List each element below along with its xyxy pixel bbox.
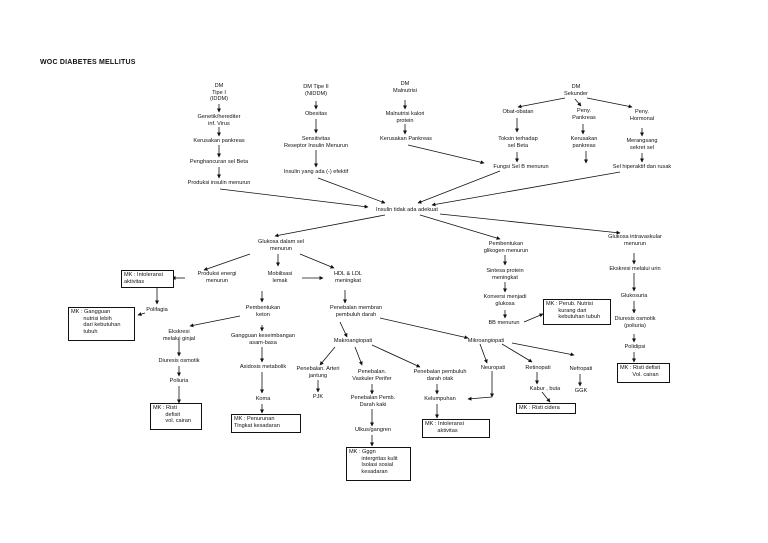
node-pembentukan-glikogen: Pembentukan glikogen menurun	[483, 241, 529, 254]
mk-risti-defisit-box-2: MK : Risti defisit Vol. cairan	[617, 363, 670, 383]
node-kabur-buta: Kabur , buta	[529, 386, 561, 392]
node-kelumpuhan: Kelumpuhan	[424, 396, 456, 402]
node-insulin-tidak-adekuat: Insulin tidak ada adekuat	[376, 207, 438, 213]
arrow	[317, 177, 386, 204]
node-retinopati: Retinopati	[525, 365, 551, 371]
arrow	[299, 253, 335, 269]
node-pembuluh-otak: Penebalan pembuluh darah otak	[413, 369, 467, 382]
node-koma: Koma	[255, 396, 271, 402]
node-konversi-glukosa: Konversi menjadi glukosa	[483, 294, 527, 307]
node-kerusakan-pankreas-3: Kerusakan pankreas	[570, 136, 598, 149]
node-produksi-energi: Produksi energi menurun	[197, 271, 237, 284]
arrow	[431, 171, 621, 207]
arrow	[417, 170, 501, 204]
arrow	[274, 214, 386, 238]
node-sel-hiperaktif: Sel hiperaktif dan rusak	[612, 164, 672, 170]
node-produksi-insulin: Produksi insulin menurun	[187, 180, 251, 186]
node-sintesa-protein: Sintesa protein meningkat	[486, 268, 524, 281]
node-arteri-jantung: Penebalan. Arteri jantung	[296, 366, 340, 379]
node-malnutrisi-kalori: Malnutrisi kalori protein	[385, 111, 425, 124]
node-ulkus: Ulkus/gangren	[354, 427, 392, 433]
node-merangsang: Merangsang sekret sel	[626, 138, 658, 151]
node-asidosis: Asidosis metabolik	[239, 364, 287, 370]
mk-intoleransi-aktivitas-box-2: MK : Intoleransi aktivitas	[422, 419, 490, 438]
mk-intoleransi-aktivitas-box: MK : Intoleransi aktivitas	[121, 270, 174, 288]
node-dm-sekunder: DM Sekunder	[564, 84, 588, 97]
mk-risti-defisit-box-1: MK : Risti defisit vol. cairan	[150, 403, 202, 430]
node-sensitivitas: Sensitivitas Reseptor Insulin Menurun	[283, 136, 349, 149]
arrow	[319, 346, 336, 366]
node-ekskresi-ginjal: Ekskresi melalui ginjal	[162, 329, 196, 342]
node-pjk: PJK	[312, 394, 324, 400]
node-kerusakan-pankreas-1: Kerusakan pankreas	[193, 138, 245, 144]
node-dm-tipe-2: DM Tipe II (NIDDM)	[303, 84, 329, 97]
arrow	[574, 98, 582, 107]
node-peny-pankreas: Peny. Pankreas	[572, 108, 596, 121]
node-neuropati: Neuropati	[480, 365, 506, 371]
node-peny-hormonal: Peny. Hormonal	[629, 109, 655, 122]
arrow	[511, 342, 575, 357]
node-glukosa-sel: Glukosa dalam sel menurun	[257, 239, 304, 252]
node-obesitas: Obesitas	[304, 111, 328, 117]
node-hdl-ldl: HDL & LDL meningkat	[333, 271, 363, 284]
arrow	[379, 317, 469, 340]
node-dm-tipe-1: DM Tipe I (IDDM)	[209, 83, 229, 103]
mk-penurunan-kesadaran-box: MK : Penurunan Tingkat kesadaran	[231, 414, 301, 433]
node-pembuluh-kaki: Penebalan Pemb. Darah kaki	[350, 395, 396, 408]
node-pembentukan-keton: Pembentukan keton	[245, 305, 281, 318]
node-glukosuria: Glukosuria	[620, 293, 648, 299]
arrow	[189, 315, 241, 328]
mk-perub-nutrisi-box: MK : Perub. Nutrisi kurang dari kebutuha…	[543, 299, 611, 325]
node-kerusakan-pankreas-2: Kerusakan Pankreas	[380, 136, 432, 142]
node-penghancuran: Penghancuran sel Beta	[189, 159, 249, 165]
node-polifagia: Polifagia	[146, 307, 168, 313]
mk-integritas-kulit-box: MK : Gggn intergritas kulit Isolasi sosi…	[346, 447, 411, 481]
node-dm-malnutrisi: DM Malnutrisi	[393, 81, 417, 94]
node-ekskresi-urin: Ekskresi melalui urin	[609, 266, 661, 272]
node-polidipsi: Polidipsi	[624, 344, 646, 350]
node-glukosa-intravaskular: Glukosa intravaskular menurun	[608, 234, 662, 247]
arrow	[137, 312, 146, 316]
node-diuresis-osmotik: Diuresis osmotik	[158, 358, 200, 364]
arrow	[479, 343, 488, 364]
arrow	[354, 346, 363, 366]
arrow	[339, 321, 348, 338]
node-penebalan-membran: Penebalan membran pembuluh darah	[330, 305, 382, 318]
arrow	[541, 391, 551, 403]
node-vaskuler-perifer: Penebalan. Vaskuler Perifer	[352, 369, 392, 382]
node-toksin: Toksin terhadap sel Beta	[498, 136, 538, 149]
node-mikroangiopati: Mikroangiopati	[467, 338, 505, 344]
node-gangguan-asam-basa: Gangguan keseimbangan asam-basa	[230, 333, 296, 346]
node-poliuria: Poliuria	[169, 378, 189, 384]
node-nefropati: Nefropati	[569, 366, 593, 372]
node-ggk: GGK	[574, 388, 588, 394]
arrow	[407, 144, 485, 165]
arrow	[586, 97, 633, 109]
arrow	[419, 214, 501, 240]
arrow	[203, 253, 251, 271]
node-mobilisasi-lemak: Mobilisasi lemak	[267, 271, 293, 284]
arrow	[219, 188, 369, 209]
node-makroangiopati: Makroangiopati	[333, 338, 373, 344]
arrow	[501, 343, 533, 363]
node-genetik: Genetik/herediter inf. Virus	[197, 114, 241, 127]
arrow	[523, 313, 544, 323]
node-bb-menurun: BB menurun	[488, 320, 520, 326]
node-diuresis-poliuria: Diuresis osmotik (poliuria)	[614, 316, 656, 329]
arrow	[467, 396, 493, 401]
mk-risti-cidera-box: MK : Risti cidera	[516, 403, 576, 414]
diagram-title: WOC DIABETES MELLITUS	[40, 59, 136, 66]
arrow	[371, 344, 421, 368]
node-fungsi-sel-b: Fungsi Sel B menurun	[493, 164, 549, 170]
mk-gangguan-nutrisi-box: MK : Gangguan nutrisi lebih dari kebutuh…	[68, 307, 135, 341]
arrow	[517, 97, 566, 109]
node-obat: Obat-obatan	[502, 109, 534, 115]
arrow	[439, 213, 621, 235]
node-insulin-efektif: Insulin yang ada (-) efektif	[283, 169, 349, 175]
